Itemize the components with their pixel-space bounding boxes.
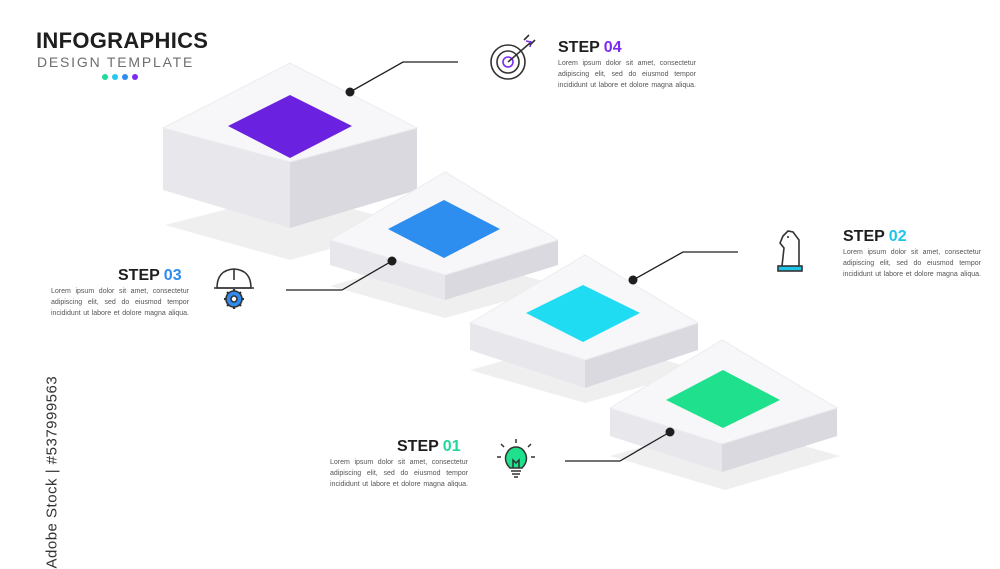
- connector-step-04: [349, 61, 458, 93]
- infographic-title: INFOGRAPHICS: [36, 28, 209, 53]
- step-02-description: Lorem ipsum dolor sit amet, consectetur …: [843, 249, 981, 278]
- block-04-top-square: [228, 95, 352, 158]
- block-step-02: [468, 254, 700, 388]
- step-01-description: Lorem ipsum dolor sit amet, consectetur …: [330, 459, 468, 488]
- title-dots: [102, 74, 138, 80]
- title-dot-1: [102, 74, 108, 80]
- block-step-01: [608, 339, 839, 472]
- target-arrow-icon: [490, 34, 536, 80]
- block-step-04: [161, 62, 419, 228]
- connector-step-03: [286, 260, 393, 291]
- step-03-description: Lorem ipsum dolor sit amet, consectetur …: [51, 288, 189, 317]
- step-02-number: 02: [888, 228, 907, 245]
- step-01-number: 01: [442, 438, 461, 455]
- connector-dot-02: [628, 275, 638, 285]
- title-dot-2: [112, 74, 118, 80]
- step-04-description: Lorem ipsum dolor sit amet, consectetur …: [558, 60, 696, 89]
- block-step-03: [328, 171, 560, 300]
- step-01-label: STEP: [397, 438, 439, 455]
- chess-knight-icon: [777, 230, 803, 272]
- block-02-top-square: [526, 285, 640, 342]
- step-04-label: STEP: [558, 39, 600, 56]
- step-03-number: 03: [163, 267, 182, 284]
- stock-watermark: Adobe Stock | #537999563: [43, 375, 61, 569]
- step-02-label: STEP: [843, 228, 885, 245]
- connector-step-02: [632, 251, 738, 281]
- block-03-top-square: [388, 200, 500, 258]
- title-dot-4: [132, 74, 138, 80]
- step-04-number: 04: [603, 39, 622, 56]
- step-03-label: STEP: [118, 267, 160, 284]
- lightbulb-icon: [497, 439, 535, 478]
- title-dot-3: [122, 74, 128, 80]
- engineer-helmet-gear-icon: [214, 268, 254, 309]
- connector-dot-04: [345, 87, 355, 97]
- connector-dot-03: [387, 256, 397, 266]
- connector-step-01: [565, 431, 671, 462]
- connector-dot-01: [665, 427, 675, 437]
- infographic-subtitle: DESIGN TEMPLATE: [37, 54, 195, 70]
- block-01-top-square: [666, 370, 780, 428]
